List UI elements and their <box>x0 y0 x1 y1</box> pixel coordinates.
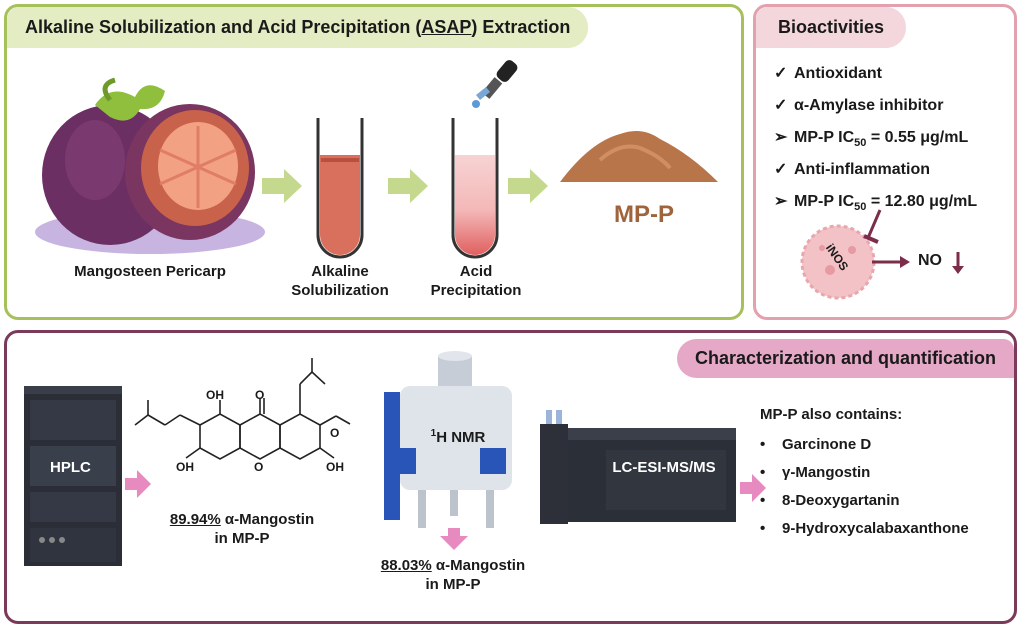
hplc-instrument <box>24 386 122 566</box>
nmr-label: 1H NMR <box>430 428 486 446</box>
contains-item: •Garcinone D <box>760 436 872 453</box>
macrophage-cell-icon <box>800 224 876 300</box>
structure-label-o: O <box>330 426 340 440</box>
process-arrow <box>388 169 428 203</box>
bio-item-antioxidant: ✓Antioxidant <box>774 65 882 82</box>
process-arrow <box>262 169 302 203</box>
bioactivities-panel: Bioactivities ✓Antioxidant ✓α-Amylase in… <box>753 4 1017 320</box>
hplc-result: 89.94% α-Mangostin in MP-P <box>169 511 315 547</box>
structure-label-o: O <box>255 388 265 402</box>
bio-item-amylase-ic50: ➢MP-P IC50 = 0.55 μg/mL <box>774 129 969 150</box>
mp-p-powder-pile <box>560 130 718 182</box>
lc-ms-instrument <box>540 410 736 524</box>
structure-label-oh: OH <box>206 388 224 402</box>
inhibition-arrow <box>863 209 882 244</box>
acid-precipitation-label: Acid Precipitation <box>430 263 522 299</box>
structure-label-oh: OH <box>176 460 194 474</box>
result-arrow <box>440 528 468 550</box>
mangosteen-illustration <box>35 77 265 254</box>
nmr-spectrometer <box>384 351 512 528</box>
structure-label-o: O <box>254 460 264 474</box>
nmr-result: 88.03% α-Mangostin in MP-P <box>380 557 526 593</box>
contains-item: •9-Hydroxycalabaxanthone <box>760 520 969 537</box>
result-arrow <box>740 474 766 502</box>
process-arrow <box>508 169 548 203</box>
contains-title: MP-P also contains: <box>760 406 903 423</box>
alkaline-test-tube <box>316 118 364 259</box>
no-production-arrow <box>872 252 964 274</box>
mangosteen-pericarp-label: Mangosteen Pericarp <box>74 263 226 280</box>
bioactivities-title: Bioactivities <box>756 7 907 48</box>
alpha-mangostin-structure <box>134 358 351 460</box>
lc-ms-label: LC-ESI-MS/MS <box>612 459 716 476</box>
hplc-label: HPLC <box>50 459 91 476</box>
asap-extraction-panel: Alkaline Solubilization and Acid Precipi… <box>4 4 744 320</box>
contains-item: •γ-Mangostin <box>760 464 871 481</box>
result-arrow <box>125 470 151 498</box>
asap-abbreviation: ASAP <box>421 17 472 37</box>
structure-label-oh: OH <box>326 460 344 474</box>
alkaline-solubilization-label: Alkaline Solubilization <box>291 263 389 299</box>
asap-panel-title: Alkaline Solubilization and Acid Precipi… <box>7 7 589 48</box>
characterization-title: Characterization and quantification <box>676 339 1014 378</box>
bio-item-anti-inflammation: ✓Anti-inflammation <box>774 161 930 178</box>
mp-p-product-label: MP-P <box>614 201 674 228</box>
bio-item-inflammation-ic50: ➢MP-P IC50 = 12.80 μg/mL <box>774 193 978 214</box>
characterization-panel: Characterization and quantification <box>4 330 1017 624</box>
dropper-icon <box>472 60 518 108</box>
contains-item: •8-Deoxygartanin <box>760 492 900 509</box>
bio-item-amylase: ✓α-Amylase inhibitor <box>774 97 944 114</box>
acid-test-tube <box>451 118 499 259</box>
no-label: NO <box>918 252 942 269</box>
